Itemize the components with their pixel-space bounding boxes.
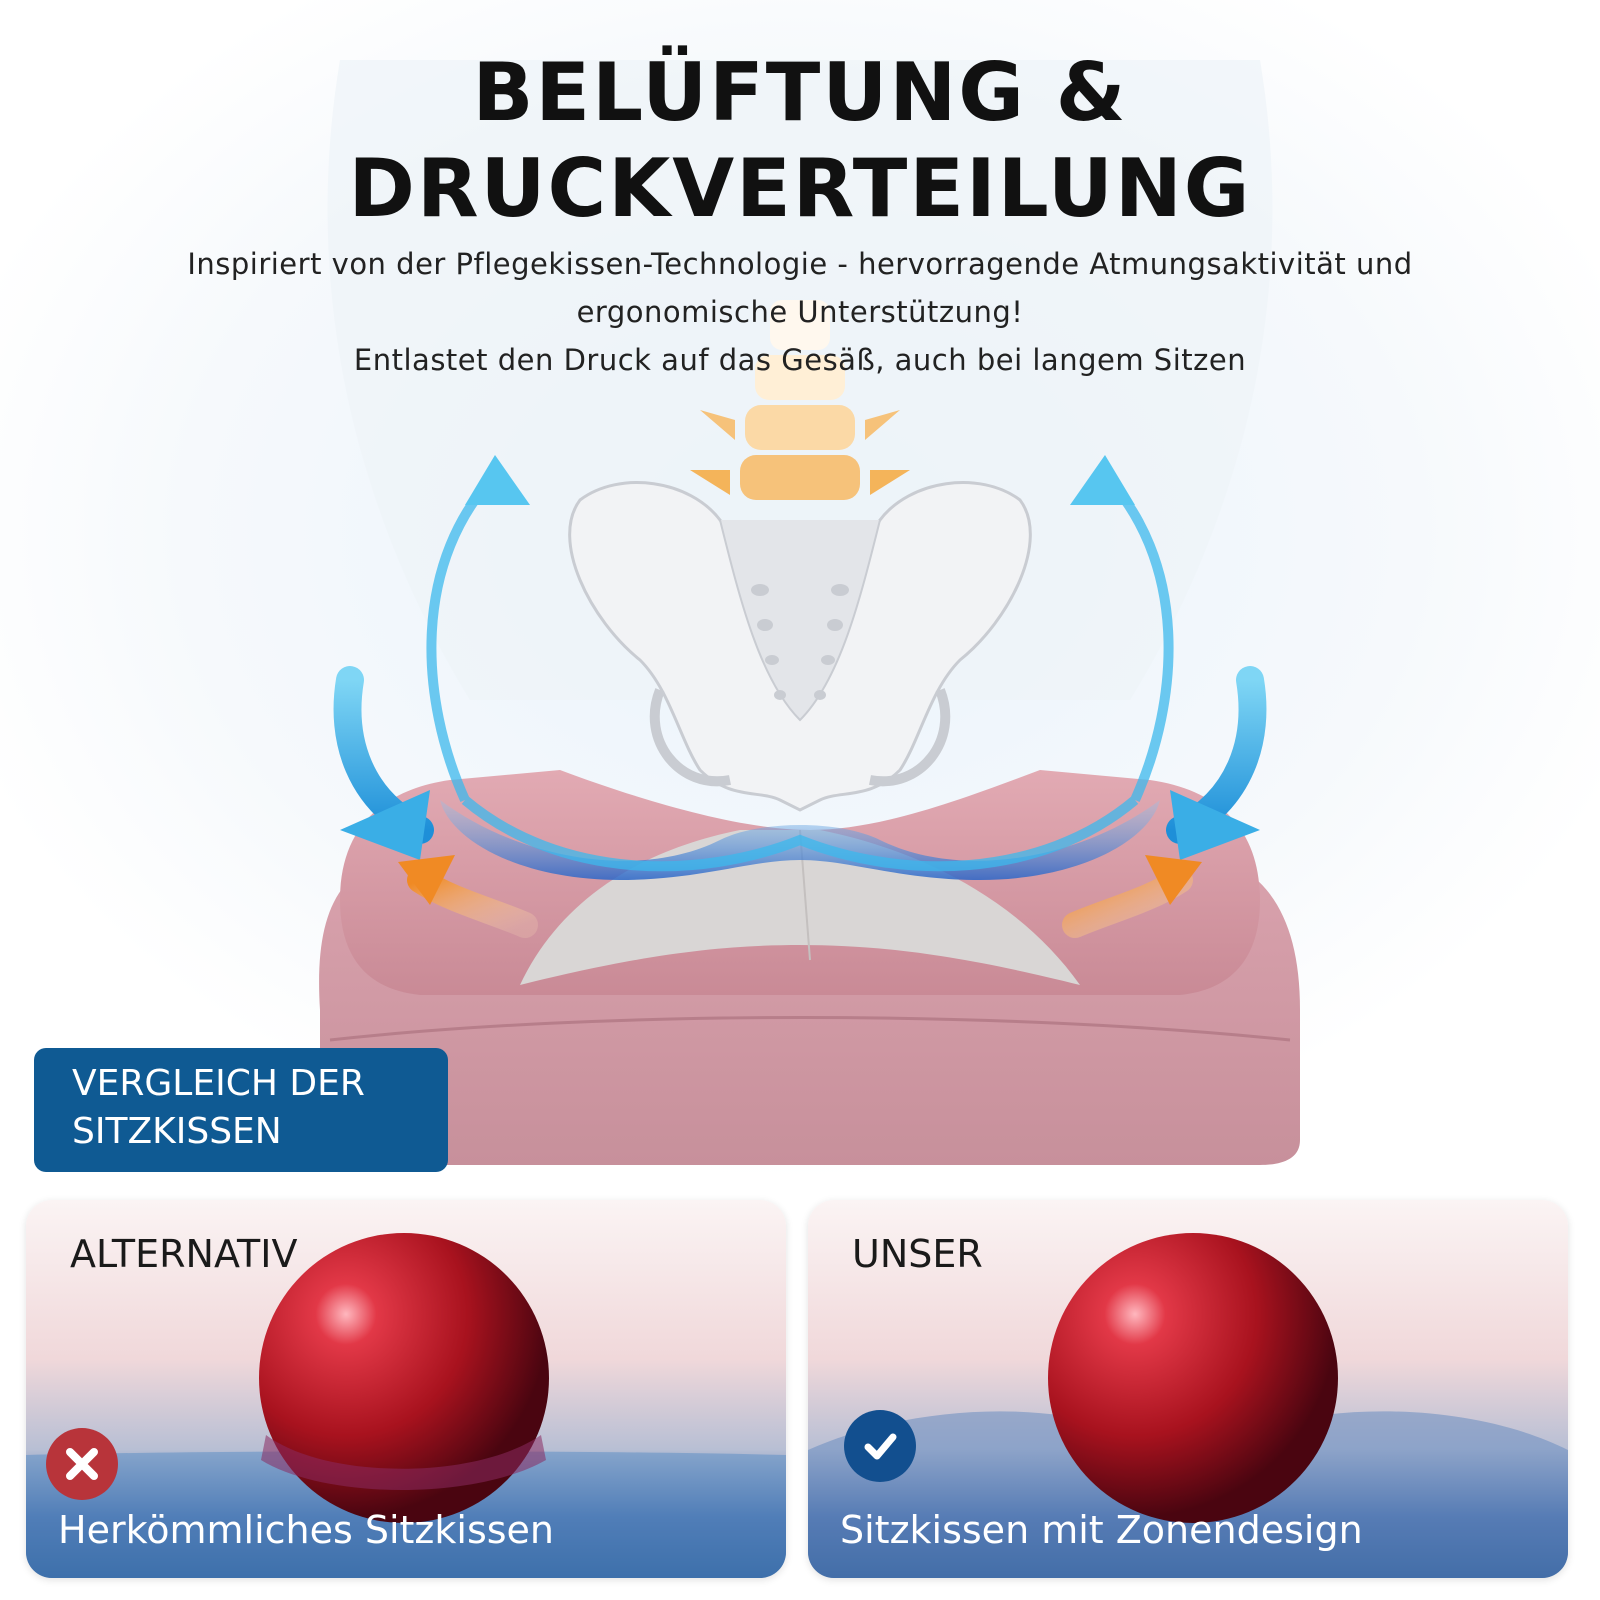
comparison-card-alternative: ALTERNATIV Herkömmliches Sitzkissen <box>26 1200 786 1578</box>
pelvis-icon <box>568 481 1032 812</box>
ball-on-standard-cushion <box>26 1233 786 1578</box>
subtitle-line-1: Inspiriert von der Pflegekissen-Technolo… <box>187 247 1413 281</box>
red-ball <box>1048 1233 1338 1523</box>
cross-icon <box>46 1428 118 1500</box>
page-title: BELÜFTUNG & DRUCKVERTEILUNG <box>0 45 1600 237</box>
subtitle-line-2: ergonomische Unterstützung! <box>576 295 1024 329</box>
title-line-1: BELÜFTUNG & <box>472 46 1128 139</box>
hero-illustration <box>0 0 1600 1180</box>
subtitle-line-3: Entlastet den Druck auf das Gesäß, auch … <box>353 343 1247 377</box>
card-caption-ours: Sitzkissen mit Zonendesign <box>840 1508 1363 1552</box>
arrow-up-left-icon <box>465 455 530 505</box>
page-subtitle: Inspiriert von der Pflegekissen-Technolo… <box>80 240 1520 384</box>
comparison-card-ours: UNSER Sitzkissen mit Zonendesign <box>808 1200 1568 1578</box>
check-icon <box>844 1410 916 1482</box>
comparison-badge: VERGLEICH DER SITZKISSEN <box>34 1048 448 1172</box>
red-ball <box>259 1233 549 1523</box>
arrow-up-right-icon <box>1070 455 1135 505</box>
card-label-alternative: ALTERNATIV <box>70 1232 298 1276</box>
comparison-badge-line-1: VERGLEICH DER <box>72 1063 365 1104</box>
card-label-ours: UNSER <box>852 1232 983 1276</box>
airflow-loop <box>426 466 1174 872</box>
title-line-2: DRUCKVERTEILUNG <box>348 142 1252 235</box>
ball-on-zoned-cushion <box>808 1233 1568 1578</box>
comparison-badge-line-2: SITZKISSEN <box>72 1111 282 1152</box>
card-caption-alternative: Herkömmliches Sitzkissen <box>58 1508 555 1552</box>
spine-icon <box>690 300 910 500</box>
